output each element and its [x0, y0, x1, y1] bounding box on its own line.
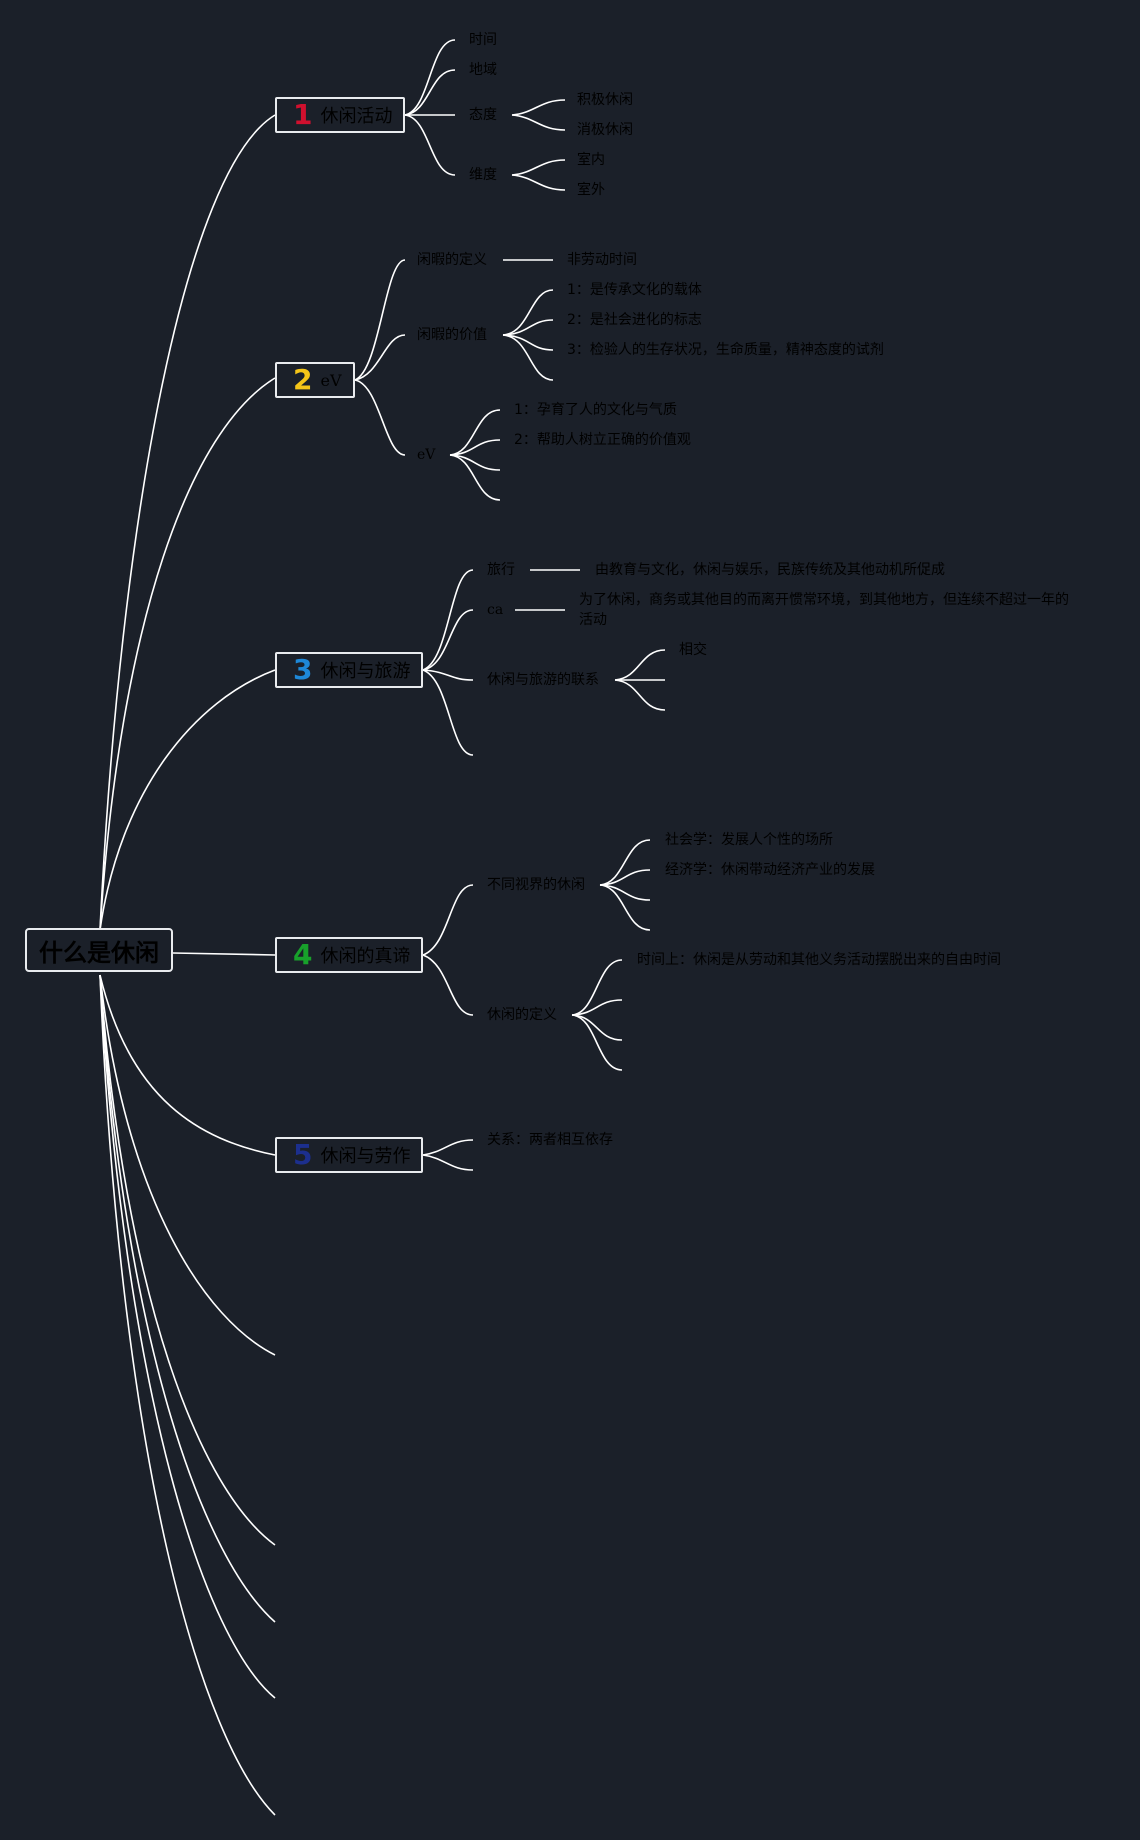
- root-node[interactable]: 什么是休闲: [25, 928, 173, 972]
- topic-1-attitude-item[interactable]: 积极休闲: [577, 92, 633, 108]
- topic-5-label: 休闲与劳作: [320, 1146, 411, 1167]
- topic-3-number: 3: [293, 653, 313, 686]
- topic-2-number: 2: [293, 363, 313, 396]
- topic-3-ca[interactable]: ca: [487, 602, 504, 618]
- topic-4-definition-item[interactable]: 时间上：休闲是从劳动和其他义务活动摆脱出来的自由时间: [637, 952, 1001, 968]
- topic-1-attitude-item[interactable]: 消极休闲: [577, 122, 633, 138]
- topic-2-value-item[interactable]: 1：是传承文化的载体: [567, 282, 702, 298]
- topic-3-label: 休闲与旅游: [320, 661, 411, 682]
- topic-3-node[interactable]: 3 休闲与旅游: [275, 652, 423, 688]
- connector-root-topic-5: [99, 974, 276, 1156]
- topic-4-perspectives[interactable]: 不同视界的休闲: [487, 877, 585, 893]
- topic-2-label: eV: [320, 370, 342, 390]
- root-label: 什么是休闲: [39, 938, 159, 967]
- topic-2-value-item[interactable]: 3：检验人的生存状况，生命质量，精神态度的试剂: [567, 342, 884, 358]
- connector-root-topic-1: [99, 114, 276, 931]
- topic-1-label: 休闲活动: [320, 106, 393, 127]
- topic-5-relation[interactable]: 关系：两者相互依存: [487, 1132, 613, 1148]
- connector-root-empty-3: [99, 974, 276, 1623]
- topic-1-region[interactable]: 地域: [469, 62, 497, 78]
- topic-2-ev-item[interactable]: 2：帮助人树立正确的价值观: [514, 432, 691, 448]
- topic-2-ev-item[interactable]: 1：孕育了人的文化与气质: [514, 402, 677, 418]
- topic-3-travel-value[interactable]: 由教育与文化，休闲与娱乐，民族传统及其他动机所促成: [595, 562, 945, 578]
- topic-4-node[interactable]: 4 休闲的真谛: [275, 937, 423, 973]
- topic-4-perspectives-item[interactable]: 社会学：发展人个性的场所: [665, 832, 833, 848]
- topic-2-value[interactable]: 闲暇的价值: [417, 327, 487, 343]
- topic-2-value-item[interactable]: 2：是社会进化的标志: [567, 312, 702, 328]
- topic-3-relation[interactable]: 休闲与旅游的联系: [487, 672, 599, 688]
- topic-3-travel[interactable]: 旅行: [487, 562, 515, 578]
- topic-2-definition-value[interactable]: 非劳动时间: [567, 252, 637, 268]
- connector-root-empty-4: [99, 974, 276, 1699]
- connector-root-topic-3: [99, 669, 276, 931]
- topic-1-dimension-item[interactable]: 室内: [577, 152, 605, 168]
- connector-root-topic-2: [99, 377, 276, 931]
- topic-2-ev[interactable]: eV: [417, 447, 436, 463]
- topic-4-definition[interactable]: 休闲的定义: [487, 1007, 557, 1023]
- topic-1-attitude[interactable]: 态度: [469, 107, 497, 123]
- topic-4-label: 休闲的真谛: [320, 946, 411, 967]
- connector-root-empty-1: [99, 974, 276, 1356]
- connector-root-topic-4: [172, 952, 276, 956]
- topic-1-dimension[interactable]: 维度: [469, 167, 497, 183]
- connector-root-empty-2: [99, 974, 276, 1546]
- topic-5-number: 5: [293, 1138, 313, 1171]
- connector-root-empty-5: [99, 974, 276, 1816]
- topic-2-node[interactable]: 2 eV: [275, 362, 355, 398]
- topic-1-node[interactable]: 1 休闲活动: [275, 97, 405, 133]
- topic-1-number: 1: [293, 98, 313, 131]
- topic-4-number: 4: [293, 938, 313, 971]
- topic-3-ca-value[interactable]: 为了休闲，商务或其他目的而离开惯常环境，到其他地方，但连续不超过一年的活动: [579, 592, 1069, 628]
- topic-3-relation-item[interactable]: 相交: [679, 642, 707, 658]
- topic-4-perspectives-item[interactable]: 经济学：休闲带动经济产业的发展: [665, 862, 875, 878]
- topic-1-time[interactable]: 时间: [469, 32, 497, 48]
- topic-5-node[interactable]: 5 休闲与劳作: [275, 1137, 423, 1173]
- topic-1-dimension-item[interactable]: 室外: [577, 182, 605, 198]
- topic-2-definition[interactable]: 闲暇的定义: [417, 252, 487, 268]
